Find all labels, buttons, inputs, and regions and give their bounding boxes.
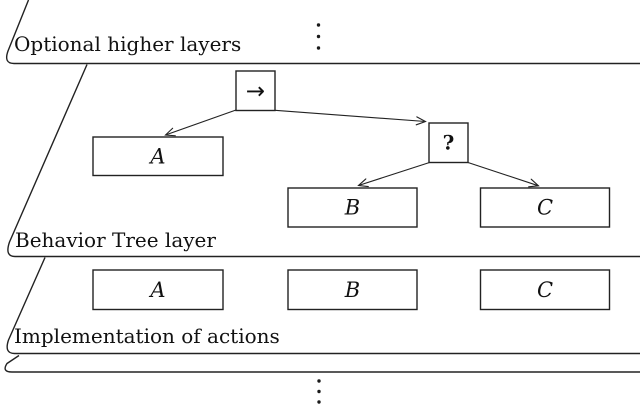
- edge-root-to-fallback: [274, 109, 427, 126]
- bt-action-label-b: B: [344, 196, 360, 220]
- bt-action-box-b: [287, 187, 418, 228]
- bt-action-box-a: [92, 136, 224, 177]
- layer-label-implementation-of-actions: Implementation of actions: [14, 324, 280, 348]
- edge-fallback-to-action-b: [357, 161, 430, 188]
- impl-action-box-a: [92, 269, 224, 311]
- impl-action-box-b: [287, 269, 418, 311]
- sheet-behavior-tree-layer: [7, 64, 640, 258]
- edge-fallback-to-action-c: [467, 161, 540, 188]
- fallback-question-label: ?: [443, 131, 455, 155]
- impl-action-box-c: [479, 269, 611, 311]
- vertical-ellipsis-top-icon: [316, 23, 321, 50]
- edge-root-to-action-a: [164, 109, 237, 137]
- sequence-arrow-label: →: [246, 79, 265, 105]
- sheet-hidden-lower-layer: [4, 354, 640, 373]
- impl-action-label-b: B: [344, 278, 360, 302]
- bt-action-label-c: C: [537, 196, 553, 220]
- layer-label-behavior-tree-layer: Behavior Tree layer: [15, 228, 216, 252]
- layer-label-optional-higher-layers: Optional higher layers: [14, 32, 241, 56]
- impl-action-label-c: C: [537, 278, 553, 302]
- vertical-ellipsis-bottom-icon: [317, 379, 321, 404]
- fallback-node-box: [428, 122, 469, 164]
- impl-action-label-a: A: [148, 278, 165, 302]
- sheet-optional-higher-layers: [5, 0, 640, 65]
- sheet-implementation-of-actions: [6, 257, 640, 355]
- sequence-node-box: [235, 70, 276, 112]
- bt-action-label-a: A: [148, 145, 165, 169]
- bt-action-box-c: [479, 187, 611, 228]
